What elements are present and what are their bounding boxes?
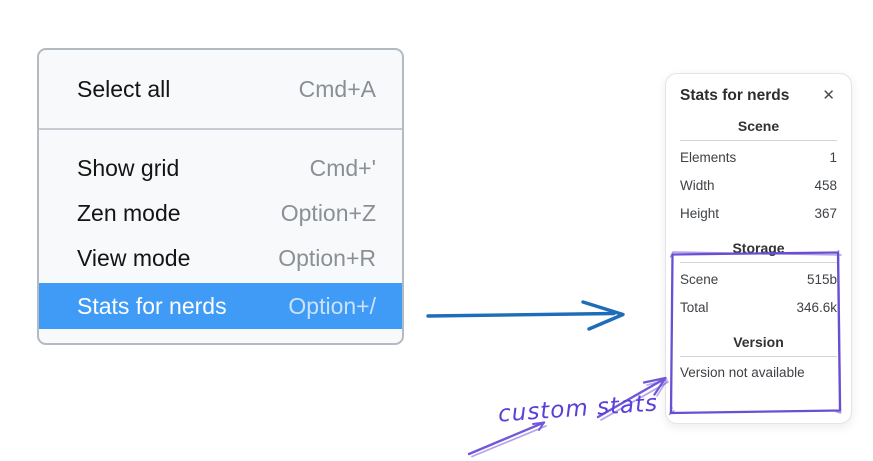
menu-item-shortcut: Option+Z <box>280 200 376 226</box>
close-icon[interactable]: ✕ <box>822 87 835 104</box>
version-note: Version not available <box>680 365 805 380</box>
annotation-arrow-small <box>467 421 547 458</box>
stat-row-scene-storage: Scene 515b <box>680 265 837 293</box>
menu-item-label: Select all <box>77 75 171 102</box>
stat-value: 458 <box>814 177 837 193</box>
stat-label: Width <box>680 177 715 193</box>
stats-panel-header: Stats for nerds ✕ <box>680 86 837 105</box>
menu-item-label: Zen mode <box>77 200 181 226</box>
stat-row-total-storage: Total 346.6k <box>680 293 837 321</box>
section-heading-version: Version <box>733 334 784 350</box>
stat-label: Scene <box>680 271 719 287</box>
section-divider <box>680 356 837 357</box>
blue-arrow <box>426 300 625 331</box>
menu-item-zen-mode[interactable]: Zen mode Option+Z <box>39 191 402 236</box>
section-heading-scene: Scene <box>737 118 780 134</box>
menu-item-label: Stats for nerds <box>77 292 227 319</box>
context-menu: Select all Cmd+A Show grid Cmd+' Zen mod… <box>37 48 404 345</box>
stats-panel: Stats for nerds ✕ Scene Elements 1 Width… <box>665 73 852 424</box>
menu-divider <box>39 128 402 130</box>
stat-value: 346.6k <box>796 299 837 315</box>
stat-label: Total <box>680 299 709 315</box>
stat-value: 515b <box>806 271 837 287</box>
menu-item-stats-for-nerds[interactable]: Stats for nerds Option+/ <box>39 283 402 329</box>
stats-panel-title: Stats for nerds <box>680 86 790 104</box>
stat-label: Height <box>680 205 720 221</box>
section-divider <box>680 262 837 263</box>
menu-spacer <box>39 130 402 146</box>
section-divider <box>680 140 837 141</box>
menu-item-shortcut: Option+R <box>278 245 376 271</box>
menu-item-label: View mode <box>77 245 191 271</box>
menu-item-select-all[interactable]: Select all Cmd+A <box>39 50 402 128</box>
stat-value: 367 <box>814 205 837 221</box>
menu-item-show-grid[interactable]: Show grid Cmd+' <box>39 146 402 191</box>
section-heading-storage: Storage <box>732 240 785 256</box>
menu-item-shortcut: Cmd+A <box>298 75 376 102</box>
stat-label: Elements <box>680 149 737 165</box>
menu-item-shortcut: Cmd+' <box>309 155 376 181</box>
menu-item-view-mode[interactable]: View mode Option+R <box>39 236 402 281</box>
menu-item-shortcut: Option+/ <box>288 292 376 319</box>
custom-stats-annotation-label: custom stats <box>497 390 659 428</box>
stat-value: 1 <box>829 149 837 165</box>
stat-row-width: Width 458 <box>680 171 837 199</box>
menu-item-label: Show grid <box>77 155 180 181</box>
stat-row-height: Height 367 <box>680 199 837 227</box>
stat-row-elements: Elements 1 <box>680 143 837 171</box>
